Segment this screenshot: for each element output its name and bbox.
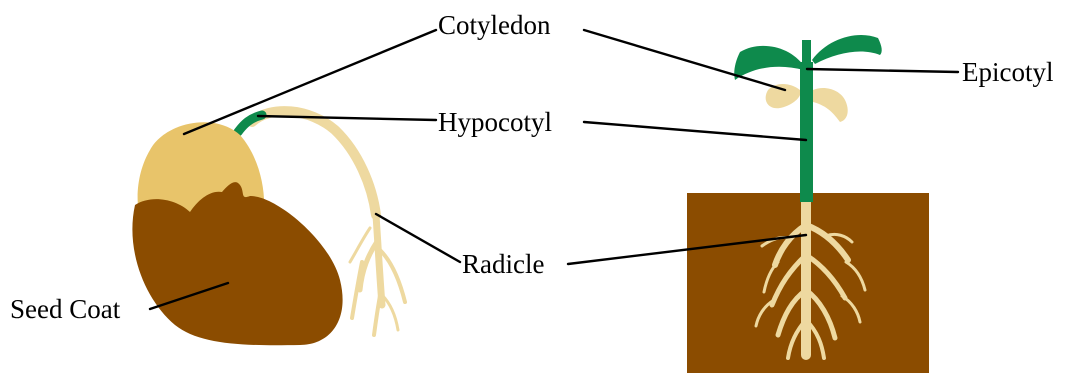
leaf-right: [812, 34, 882, 64]
leader-radicle-seed: [374, 212, 462, 264]
seedling-radicle: [754, 193, 867, 360]
seed-radicle: [247, 106, 407, 337]
leaf-left: [734, 45, 804, 80]
leader-epicotyl: [805, 67, 960, 74]
seedling-cotyledon-left: [765, 84, 800, 109]
label-seed-coat: Seed Coat: [10, 294, 121, 324]
label-epicotyl: Epicotyl: [962, 57, 1053, 87]
seedling: [687, 34, 929, 373]
seed-coat-shape: [132, 182, 343, 346]
leader-radicle-seedling: [566, 233, 808, 266]
label-radicle: Radicle: [462, 249, 544, 279]
leader-hypocotyl-seedling: [582, 120, 808, 142]
seedling-epicotyl: [802, 40, 811, 70]
seedling-hypocotyl: [800, 62, 813, 202]
germinating-seed: [132, 106, 407, 346]
label-hypocotyl: Hypocotyl: [438, 107, 552, 137]
seedling-cotyledon-right: [813, 88, 848, 122]
leader-cotyledon-seed: [182, 28, 438, 136]
labels: Cotyledon Epicotyl Hypocotyl Radicle See…: [10, 10, 1053, 324]
label-cotyledon: Cotyledon: [438, 10, 551, 40]
leader-hypocotyl-seed: [256, 114, 438, 122]
leader-cotyledon-seedling: [582, 28, 787, 92]
leader-seed-coat: [148, 281, 230, 311]
leader-lines: [148, 28, 960, 311]
seed-hypocotyl: [233, 110, 267, 137]
